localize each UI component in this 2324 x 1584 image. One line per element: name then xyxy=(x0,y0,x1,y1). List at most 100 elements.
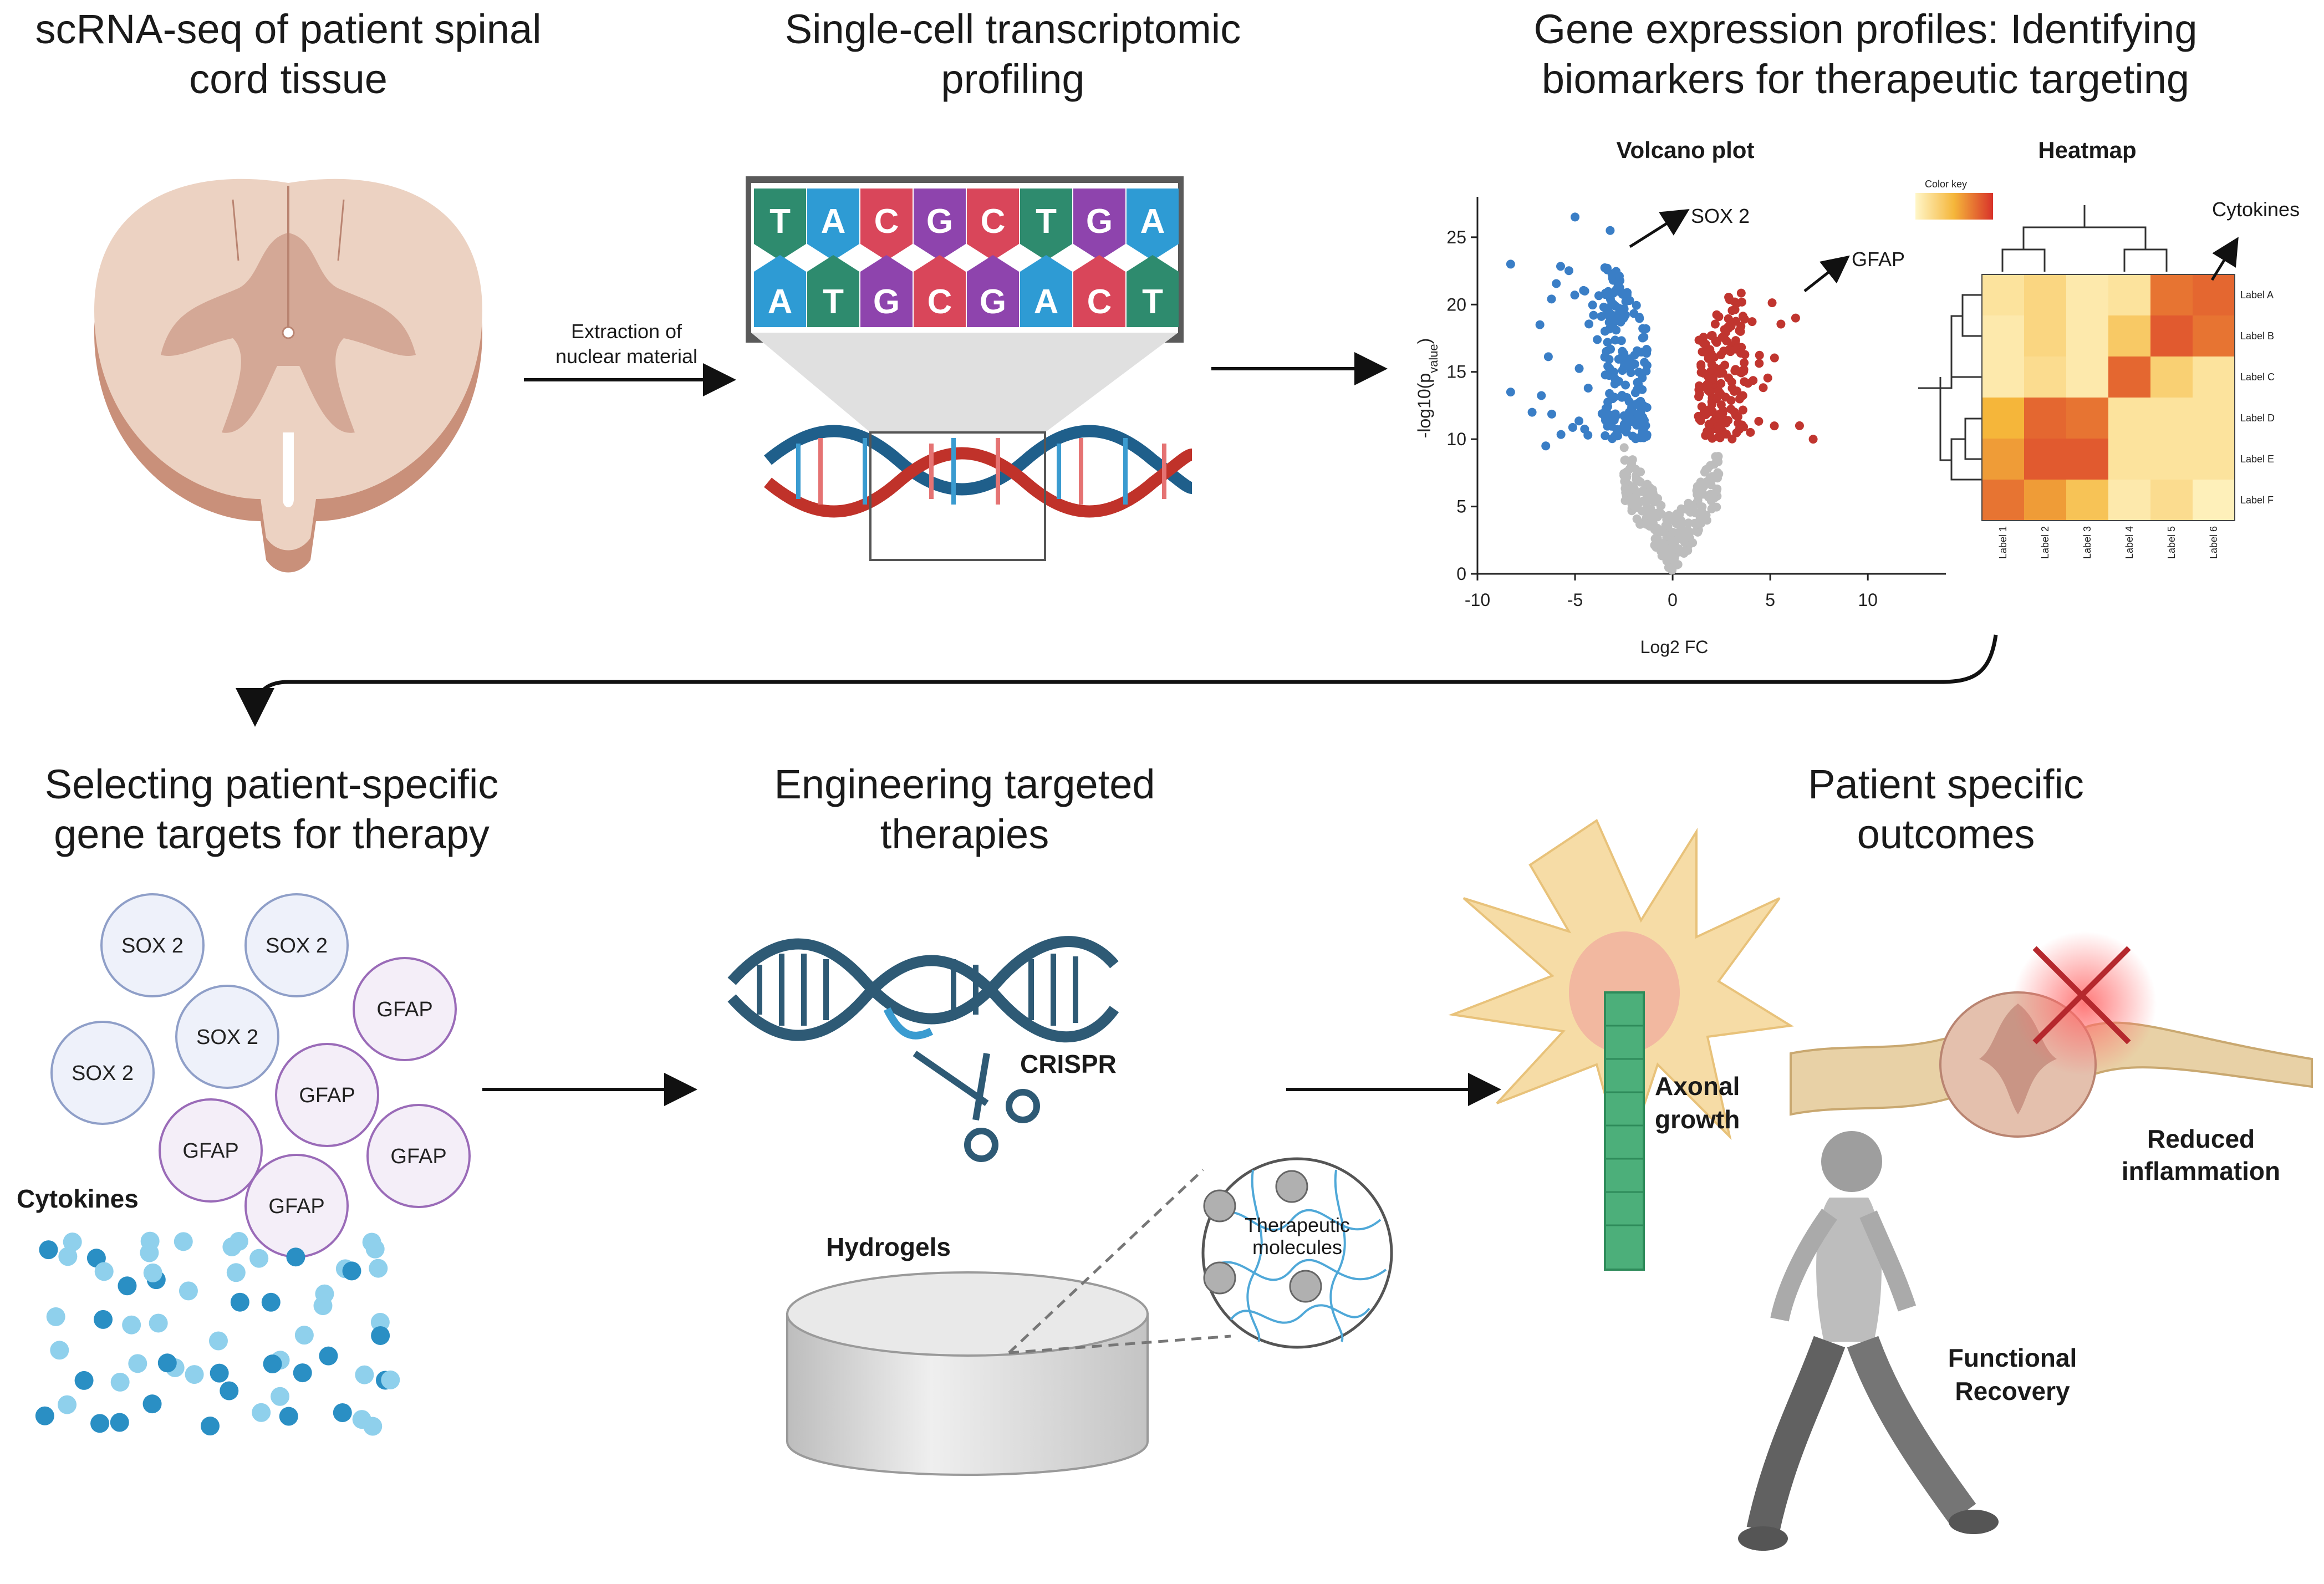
volcano-point xyxy=(1738,391,1747,400)
volcano-point xyxy=(1657,539,1666,548)
cytokine-dot xyxy=(271,1387,290,1406)
sox2-target-label: SOX 2 xyxy=(72,1062,134,1085)
volcano-point xyxy=(1714,312,1724,322)
volcano-point xyxy=(1770,421,1779,431)
volcano-point xyxy=(1584,319,1594,329)
volcano-point xyxy=(1704,420,1714,429)
volcano-point xyxy=(1601,431,1610,440)
base-letter: C xyxy=(874,202,899,241)
volcano-point xyxy=(1506,259,1515,269)
heatmap-col-label: Label 2 xyxy=(2040,526,2051,559)
volcano-point xyxy=(1712,338,1721,347)
cytokine-dot xyxy=(58,1395,77,1414)
volcano-point xyxy=(1556,262,1565,271)
volcano-point xyxy=(1602,263,1612,273)
volcano-point xyxy=(1738,405,1747,415)
cytokine-dot xyxy=(110,1372,130,1392)
heatmap-row-label: Label A xyxy=(2240,289,2274,300)
volcano-point xyxy=(1685,527,1694,537)
sox2-target-label: SOX 2 xyxy=(266,934,328,957)
volcano-point xyxy=(1527,408,1537,417)
heatmap-cell xyxy=(2193,398,2235,439)
volcano-point xyxy=(1616,317,1625,327)
volcano-point xyxy=(1642,519,1651,529)
cytokine-dot xyxy=(352,1410,371,1429)
base-letter: G xyxy=(980,283,1006,321)
axonal-label-line1: Axonal xyxy=(1655,1072,1740,1101)
cytokine-dot xyxy=(39,1240,58,1260)
volcano-point xyxy=(1535,320,1545,329)
spinal-cord-cross-section xyxy=(94,179,482,573)
axonal-label-line2: growth xyxy=(1655,1105,1740,1134)
volcano-point xyxy=(1708,434,1717,443)
volcano-point xyxy=(1664,563,1673,572)
gfap-callout: GFAP xyxy=(1852,248,1905,271)
volcano-point xyxy=(1703,409,1712,418)
volcano-point xyxy=(1613,431,1623,441)
volcano-point xyxy=(1601,288,1610,298)
volcano-point xyxy=(1580,287,1589,296)
heatmap-cell xyxy=(1982,398,2024,439)
sox2-target-circle xyxy=(244,893,349,997)
volcano-point xyxy=(1606,226,1615,235)
volcano-point xyxy=(1605,389,1614,398)
cytokine-dot xyxy=(94,1310,113,1329)
volcano-point xyxy=(1537,391,1546,400)
heatmap-col-label: Label 1 xyxy=(1997,526,2009,559)
base-tile-bottom: G xyxy=(860,255,913,327)
gfap-target-circle xyxy=(275,1043,379,1147)
volcano-point xyxy=(1650,525,1659,534)
y-tick-label: 10 xyxy=(1446,429,1466,449)
cytokine-dot xyxy=(293,1363,312,1383)
cytokine-dot xyxy=(362,1232,381,1252)
panel3-title: Gene expression profiles: Identifying bi… xyxy=(1533,6,2197,102)
volcano-point xyxy=(1688,538,1698,547)
volcano-point xyxy=(1706,388,1715,397)
cytokine-dot xyxy=(118,1276,137,1296)
volcano-points xyxy=(1506,212,1818,575)
cytokine-dot xyxy=(122,1315,141,1335)
volcano-point xyxy=(1627,407,1636,416)
heatmap-cell xyxy=(2108,315,2150,356)
scissors-icon xyxy=(913,1051,1040,1162)
volcano-point xyxy=(1696,416,1705,425)
volcano-point xyxy=(1791,313,1800,323)
crispr-graphic: CRISPR xyxy=(727,936,1119,1162)
volcano-point xyxy=(1653,508,1662,518)
volcano-point xyxy=(1630,350,1639,360)
inflammation-label-line2: inflammation xyxy=(2122,1157,2280,1185)
base-tile-bottom: G xyxy=(967,255,1019,327)
base-letter: A xyxy=(768,283,793,321)
volcano-point xyxy=(1641,498,1650,508)
volcano-point xyxy=(1609,415,1619,425)
heatmap-cell xyxy=(2066,274,2108,315)
volcano-point xyxy=(1715,409,1725,419)
cytokines-callout: Cytokines xyxy=(2212,198,2300,221)
volcano-point xyxy=(1621,455,1630,465)
volcano-point xyxy=(1634,379,1643,389)
heatmap-row-label: Label C xyxy=(2240,371,2275,383)
heatmap-cell xyxy=(2108,356,2150,398)
base-letter: T xyxy=(769,202,791,241)
volcano-point xyxy=(1727,434,1737,444)
panel6-title: Patient specific outcomes xyxy=(1808,761,2084,857)
volcano-point xyxy=(1619,363,1629,372)
panel3-title-line1: Gene expression profiles: Identifying xyxy=(1533,6,2197,52)
base-tile-bottom: A xyxy=(754,255,806,327)
base-letter: C xyxy=(981,202,1006,241)
panel6-title-line1: Patient specific xyxy=(1808,761,2084,807)
volcano-point xyxy=(1724,314,1733,323)
volcano-point xyxy=(1755,350,1764,360)
row-dendrogram xyxy=(1918,294,1982,481)
sox2-target-circle xyxy=(175,985,279,1089)
volcano-point xyxy=(1634,401,1644,410)
heatmap-col-label: Label 5 xyxy=(2166,526,2177,559)
heatmap-cell xyxy=(2024,356,2066,398)
volcano-point xyxy=(1698,483,1708,492)
